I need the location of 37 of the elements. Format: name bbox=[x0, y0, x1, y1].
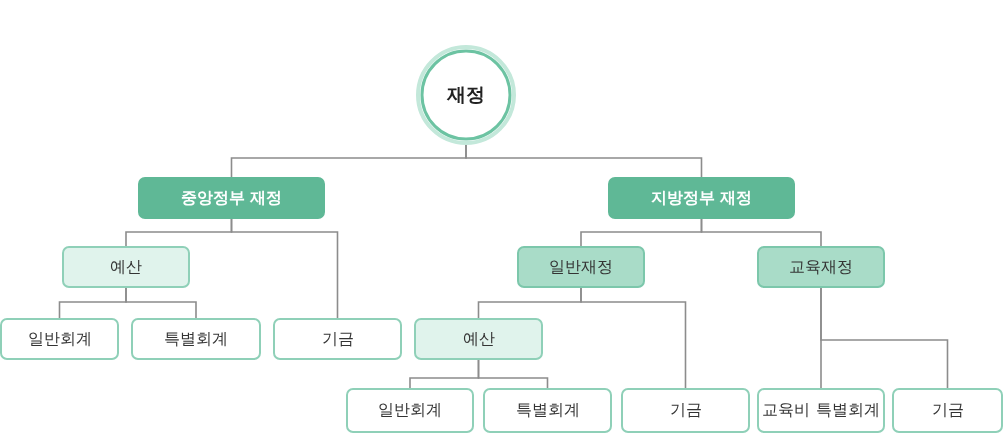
node-label: 교육비 특별회계 bbox=[762, 401, 880, 420]
connector-line bbox=[477, 359, 549, 389]
item-box bbox=[0, 318, 119, 360]
item-box bbox=[273, 318, 402, 360]
node-label: 일반회계 bbox=[378, 401, 442, 420]
node-label: 특별회계 bbox=[515, 401, 580, 420]
node-label: 기금 bbox=[931, 401, 964, 420]
node-label: 일반재정 bbox=[549, 257, 613, 277]
category-box bbox=[414, 318, 543, 360]
connector-line bbox=[580, 287, 687, 389]
node-label: 예산 bbox=[110, 257, 142, 277]
node-label: 기금 bbox=[669, 401, 702, 420]
node-label: 특별회계 bbox=[164, 329, 228, 349]
item-box bbox=[892, 388, 1003, 433]
connector-line bbox=[125, 287, 197, 319]
item-box bbox=[621, 388, 750, 433]
node-label: 교육재정 bbox=[789, 257, 853, 277]
connector-line bbox=[230, 218, 339, 319]
category-box bbox=[757, 246, 885, 288]
category-box bbox=[608, 177, 795, 219]
category-box bbox=[138, 177, 325, 219]
node-label: 일반회계 bbox=[27, 329, 92, 349]
category-box bbox=[62, 246, 190, 288]
item-box bbox=[757, 388, 885, 433]
node-label: 기금 bbox=[321, 329, 354, 349]
connector-line bbox=[700, 218, 822, 247]
node-label: 재정 bbox=[447, 84, 485, 106]
root-circle bbox=[416, 45, 516, 145]
category-box bbox=[517, 246, 645, 288]
node-label: 지방정부 재정 bbox=[650, 188, 753, 208]
connector-line bbox=[465, 144, 703, 178]
connector-line bbox=[820, 287, 949, 389]
item-box bbox=[131, 318, 261, 360]
item-box bbox=[346, 388, 474, 433]
item-box bbox=[483, 388, 612, 433]
node-label: 예산 bbox=[462, 329, 495, 349]
node-label: 중앙정부 재정 bbox=[180, 188, 283, 208]
